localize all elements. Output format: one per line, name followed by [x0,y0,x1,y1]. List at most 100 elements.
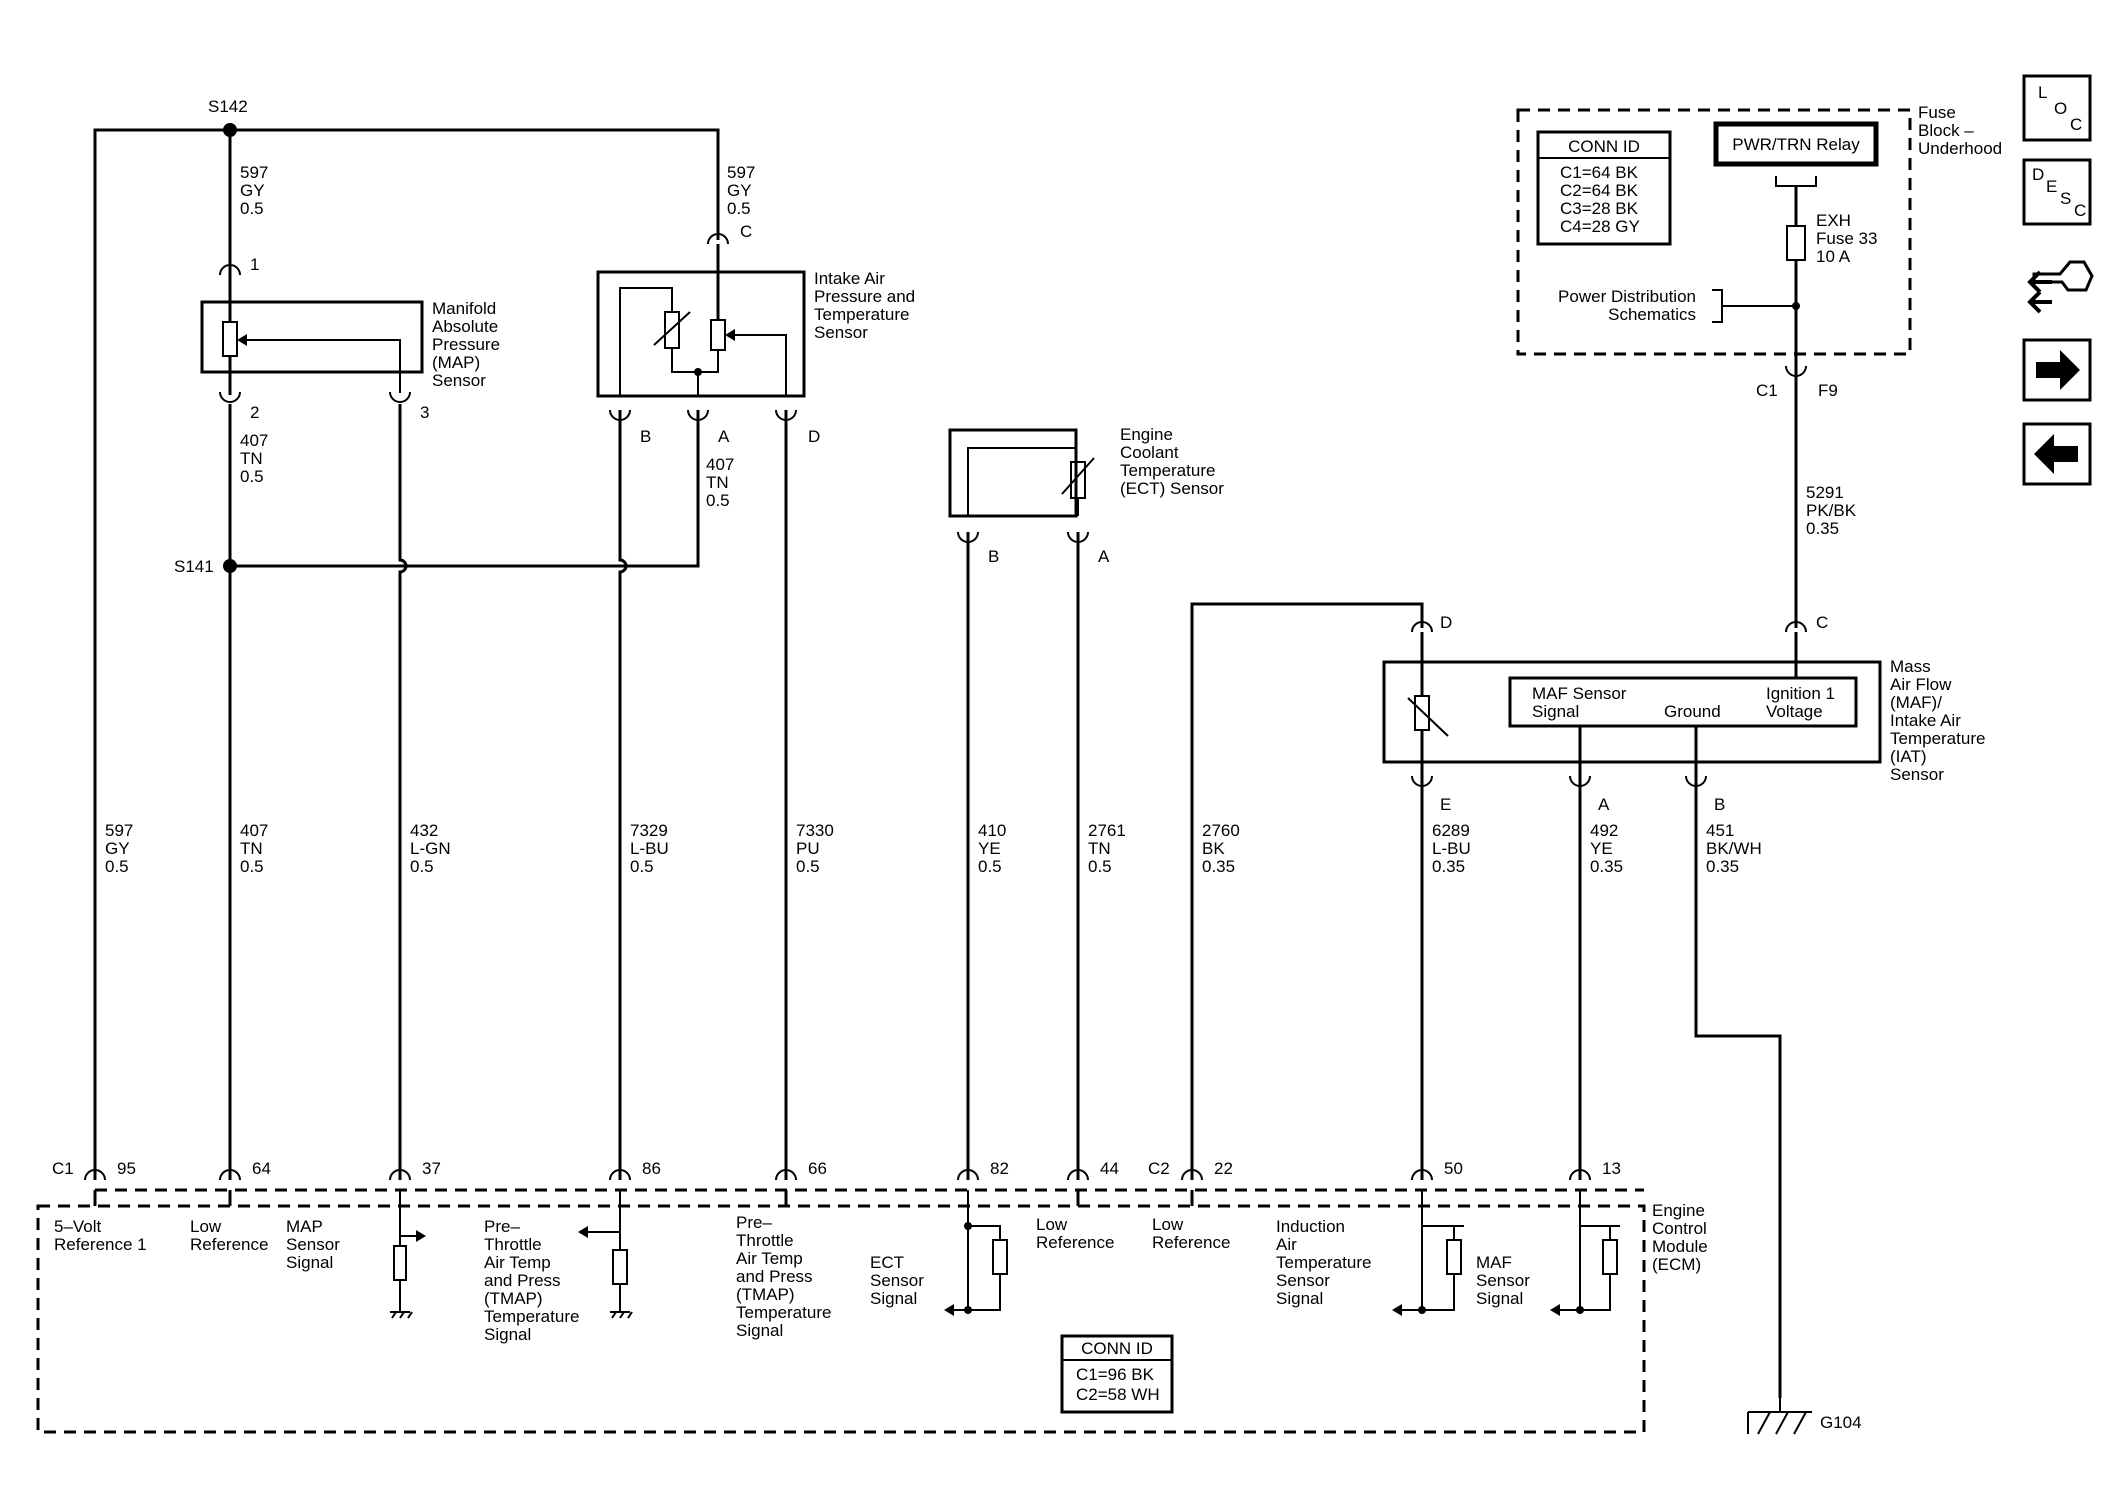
arrow-head [1550,1304,1560,1316]
wire-label: YE [1590,839,1613,858]
splice-s142-label: S142 [208,97,248,116]
label-line: Sensor [432,371,486,390]
pin-label: A [718,427,730,446]
signal-label: Temperature [1276,1253,1371,1272]
connector-pin [389,391,411,403]
connector-pin [707,233,729,245]
fuse-label: EXH [1816,211,1851,230]
thermistor-arrow [1407,697,1449,737]
arrow-head [416,1230,426,1242]
wire-label: 0.5 [105,857,129,876]
wire-label: 432 [410,821,438,840]
pin-label: E [1440,795,1451,814]
signal-label: Sensor [1476,1271,1530,1290]
signal-label: and Press [484,1271,561,1290]
signal-label: Throttle [484,1235,542,1254]
connector-pin [219,391,241,403]
wire-2760 [1190,602,1424,1180]
loc-button-frame[interactable] [2022,74,2092,142]
fuse-block-boundary [1516,108,1912,356]
signal-label: Pre– [736,1213,772,1232]
conn-id-row: C2=64 BK [1560,181,1639,200]
label-line: (MAF)/ [1890,693,1942,712]
arrow-head [237,334,247,346]
label-line: (ECM) [1652,1255,1701,1274]
signal-label: Air Temp [736,1249,803,1268]
wire-label: 597 [727,163,755,182]
ecm-connector-pin [84,1169,106,1181]
label-line: Temperature [1120,461,1215,480]
iat-pullup-resistor [1422,1225,1462,1311]
conn-id-row: C2=58 WH [1076,1385,1160,1404]
wire-label: 0.35 [1590,857,1623,876]
label-line: Air Flow [1890,675,1952,694]
ecm-internal-circuits [93,1190,1620,1319]
ect-signal-path [954,1190,969,1311]
prev-page-button[interactable] [2022,422,2092,486]
signal-label: 5–Volt [54,1217,102,1236]
wire-label: 7329 [630,821,668,840]
wire-label: 407 [706,455,734,474]
wire-label: 410 [978,821,1006,840]
ecm-pin-number: 82 [990,1159,1009,1178]
power-dist-label: Schematics [1608,305,1696,324]
wire-label: L-BU [630,839,669,858]
pin-label: 3 [420,403,429,422]
pin-label: A [1598,795,1610,814]
label-line: Manifold [432,299,496,318]
ecm-c1-label: C1 [52,1159,74,1178]
conn-id-row: C1=96 BK [1076,1365,1155,1384]
connector-label: C1 [1756,381,1778,400]
pin-label: A [1098,547,1110,566]
desc-button[interactable]: D E S C [2022,158,2092,226]
ground-icon [390,1311,413,1319]
signal-label: Induction [1276,1217,1345,1236]
ecm-connector-pin [1569,1169,1591,1181]
tmap-sensor-label: Intake Air Pressure and Temperature Sens… [814,269,915,342]
pin-label: D [808,427,820,446]
junction-dot [1576,1306,1584,1314]
loc-letter: C [2070,115,2082,134]
wire-451 [1694,776,1782,1398]
wire-432 [398,404,408,1180]
ground-g104-label: G104 [1820,1413,1862,1432]
connector-icon[interactable] [2027,260,2094,314]
wire-label: L-BU [1432,839,1471,858]
connector-pin [1411,621,1433,633]
junction-dot [1418,1306,1426,1314]
label-line: Underhood [1918,139,2002,158]
pin-label: D [1440,613,1452,632]
desc-button-frame[interactable] [2022,158,2092,226]
arrow-right-icon [2036,350,2080,390]
pwr-trn-relay-label: PWR/TRN Relay [1732,135,1860,154]
wire-label: GY [727,181,752,200]
arrow-head [1392,1304,1402,1316]
map-wiper [244,339,401,393]
wire-label: TN [240,839,263,858]
label-line: Mass [1890,657,1931,676]
wire-label: BK/WH [1706,839,1762,858]
conn-id-row: C3=28 BK [1560,199,1639,218]
next-page-button[interactable] [2022,338,2092,402]
signal-label: MAF [1476,1253,1512,1272]
maf-signal-label: Signal [1532,702,1579,721]
loc-button[interactable]: L O C [2022,74,2092,142]
wire-label: 0.5 [706,491,730,510]
wire-label: BK [1202,839,1225,858]
connector-icon-arrows [2027,270,2052,314]
pwr-trn-relay-box [1713,121,1879,167]
wire-label: YE [978,839,1001,858]
ecm-pin-number: 37 [422,1159,441,1178]
signal-label: Sensor [1276,1271,1330,1290]
wire-label: 0.5 [978,857,1002,876]
maf-pullup-resistor [1580,1225,1618,1311]
signal-label: Signal [1476,1289,1523,1308]
signal-label: Air Temp [484,1253,551,1272]
signal-label: Pre– [484,1217,520,1236]
wire-label: 0.5 [727,199,751,218]
signal-label: Signal [870,1289,917,1308]
label-line: Temperature [1890,729,1985,748]
maf-signal-label: MAF Sensor [1532,684,1627,703]
